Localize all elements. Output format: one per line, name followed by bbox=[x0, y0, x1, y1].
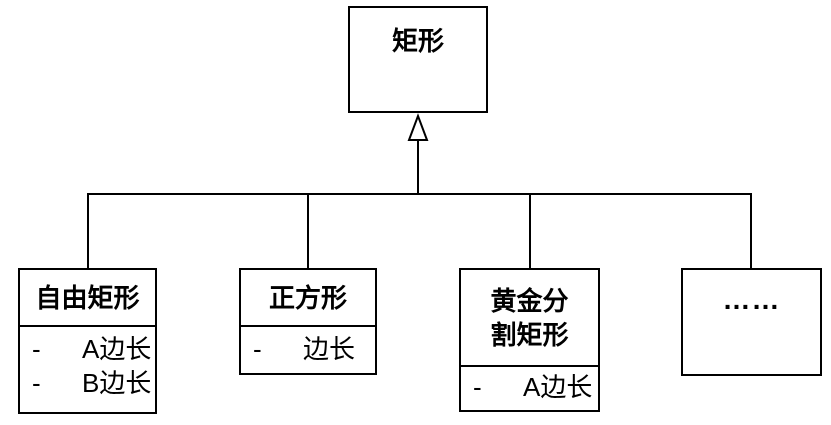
parent-class-box: 矩形 bbox=[348, 6, 488, 113]
attribute-section: - 边长 bbox=[241, 327, 375, 366]
attribute-row: - A边长 bbox=[461, 370, 598, 404]
attribute-row: - 边长 bbox=[241, 332, 375, 366]
child-class-box-golden-rect: 黄金分 割矩形 - A边长 bbox=[459, 268, 600, 412]
child-class-box-free-rect: 自由矩形 - A边长 - B边长 bbox=[18, 268, 157, 414]
ellipsis-label: …… bbox=[722, 284, 781, 315]
attribute-section: - A边长 - B边长 bbox=[20, 327, 155, 400]
attribute-section: - A边长 bbox=[461, 367, 598, 404]
inheritance-triangle-icon bbox=[407, 113, 429, 141]
child-class-box-ellipsis: …… bbox=[681, 268, 822, 376]
attribute-text: A边长 bbox=[82, 334, 152, 364]
attribute-text: 边长 bbox=[303, 334, 356, 364]
attribute-dash: - bbox=[253, 334, 262, 364]
parent-class-title: 矩形 bbox=[391, 26, 444, 56]
attribute-text: A边长 bbox=[523, 372, 593, 402]
attribute-dash: - bbox=[32, 334, 41, 364]
attribute-dash: - bbox=[473, 372, 482, 402]
attribute-row: - B边长 bbox=[20, 366, 155, 400]
class-title: 自由矩形 bbox=[20, 270, 155, 327]
class-title: 正方形 bbox=[241, 270, 375, 327]
attribute-text: B边长 bbox=[82, 368, 152, 398]
class-title: 黄金分 割矩形 bbox=[461, 270, 598, 367]
child-class-box-square: 正方形 - 边长 bbox=[239, 268, 377, 375]
attribute-row: - A边长 bbox=[20, 332, 155, 366]
attribute-dash: - bbox=[32, 368, 41, 398]
